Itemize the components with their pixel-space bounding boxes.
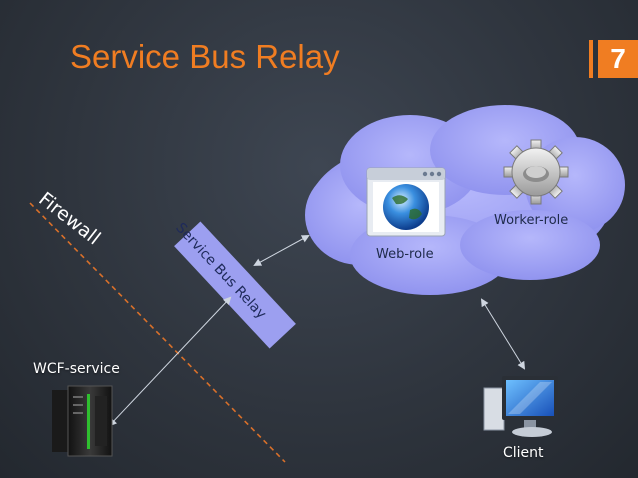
web-role-label: Web-role bbox=[376, 247, 434, 262]
server-icon bbox=[52, 385, 113, 457]
globe-browser-icon bbox=[366, 167, 446, 237]
slide-number-divider bbox=[589, 40, 593, 78]
arrow-wcf-relay bbox=[108, 296, 232, 427]
client-label: Client bbox=[503, 445, 544, 461]
computer-icon bbox=[483, 376, 558, 437]
slide-title: Service Bus Relay bbox=[70, 38, 340, 75]
wcf-service-label: WCF-service bbox=[33, 361, 120, 377]
arrow-cloud-client bbox=[480, 298, 526, 370]
azure-cloud bbox=[305, 105, 625, 295]
slide-number: 7 bbox=[598, 40, 638, 78]
gear-icon bbox=[503, 139, 569, 205]
worker-role-label: Worker-role bbox=[494, 213, 569, 228]
relay-box bbox=[174, 221, 296, 349]
arrow-relay-webrole bbox=[253, 235, 310, 266]
